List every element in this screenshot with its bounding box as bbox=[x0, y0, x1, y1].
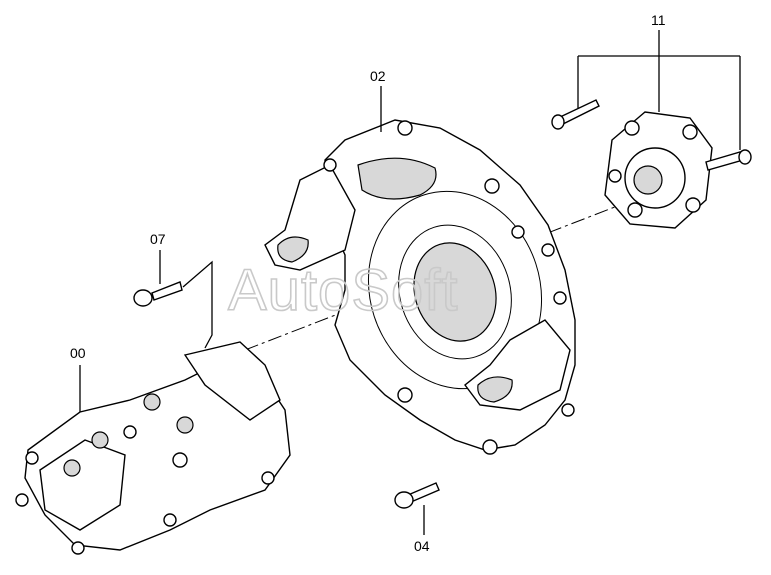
coupling-bolt-right[interactable] bbox=[705, 149, 752, 171]
leader-lines bbox=[79, 30, 741, 535]
upper-window bbox=[357, 157, 437, 200]
coupling-bolt-left[interactable] bbox=[551, 99, 600, 130]
callout-11: 11 bbox=[651, 12, 666, 28]
right-lug-hole bbox=[477, 376, 513, 403]
bolt-part-04[interactable] bbox=[394, 482, 440, 509]
bolt-part-07[interactable] bbox=[133, 281, 183, 307]
flange-bolt-holes bbox=[323, 120, 575, 455]
coupling-part-11[interactable] bbox=[604, 111, 713, 229]
callout-02: 02 bbox=[370, 68, 386, 84]
housing-plate-part-02[interactable] bbox=[264, 119, 576, 455]
coupling-bore bbox=[633, 165, 663, 195]
callout-04: 04 bbox=[414, 538, 430, 554]
callout-07: 07 bbox=[150, 231, 166, 247]
pump-end-cap bbox=[39, 439, 126, 531]
pump-mount-flange bbox=[183, 341, 281, 421]
watermark: AutoSoft bbox=[228, 258, 458, 323]
callout-00: 00 bbox=[70, 345, 86, 361]
bore-shadow bbox=[413, 242, 497, 342]
pump-assembly-part-00[interactable] bbox=[15, 341, 291, 555]
bore bbox=[398, 224, 512, 360]
left-lug-hole bbox=[277, 236, 309, 263]
